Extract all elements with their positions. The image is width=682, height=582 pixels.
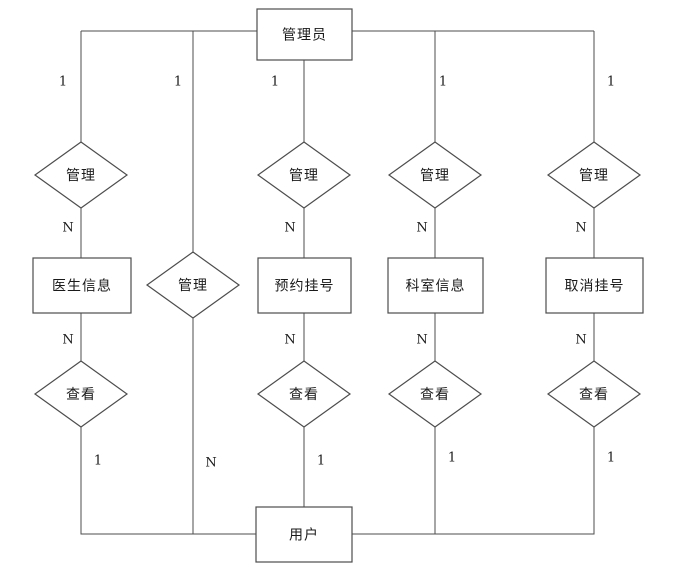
cardinality-label: 1 [448, 451, 456, 466]
entity-box [387, 257, 484, 314]
cardinality-label: N [416, 333, 427, 348]
entity-box [255, 506, 353, 563]
entity-box [32, 257, 132, 314]
entity-booking[interactable]: 预约挂号 [257, 257, 352, 314]
relationship-view-doctor[interactable]: 查看 [33, 360, 129, 428]
entity-box [256, 8, 353, 61]
entity-label: 科室信息 [406, 278, 466, 295]
cardinality-label: N [62, 221, 73, 236]
entity-box [257, 257, 352, 314]
entity-label: 用户 [289, 527, 319, 544]
cardinality-label: 1 [607, 451, 615, 466]
relationship-diamond [33, 141, 129, 209]
relationship-diamond [145, 251, 241, 319]
relationship-view-cancel[interactable]: 查看 [546, 360, 642, 428]
relationship-label: 查看 [66, 387, 96, 403]
relationship-label: 查看 [579, 387, 609, 403]
entity-box [545, 257, 644, 314]
cardinality-label: N [205, 456, 216, 471]
entity-label: 预约挂号 [275, 279, 335, 295]
relationship-label: 管理 [420, 168, 450, 184]
relationship-diamond [256, 141, 352, 209]
entity-doctor[interactable]: 医生信息 [32, 257, 132, 314]
relationship-diamond [387, 360, 483, 428]
relationship-view-department[interactable]: 查看 [387, 360, 483, 428]
entity-label: 医生信息 [52, 278, 112, 295]
cardinality-label: 1 [94, 454, 102, 469]
relationship-diamond [546, 360, 642, 428]
cardinality-label: 1 [439, 75, 447, 90]
relationship-diamond [546, 141, 642, 209]
entity-label: 管理员 [282, 28, 327, 44]
cardinality-label: 1 [607, 75, 615, 90]
entity-department[interactable]: 科室信息 [387, 257, 484, 314]
connector-line [80, 427, 256, 535]
cardinality-label: N [62, 333, 73, 348]
relationship-manage-booking[interactable]: 管理 [256, 141, 352, 209]
cardinality-label: N [575, 333, 586, 348]
connector-line [435, 427, 595, 535]
relations-layer: 管理管理管理管理管理查看查看查看查看 [33, 141, 642, 428]
relationship-label: 管理 [289, 168, 319, 184]
cardinality-label: 1 [317, 454, 325, 469]
cardinality-label: N [416, 221, 427, 236]
relationship-view-booking[interactable]: 查看 [256, 360, 352, 428]
cardinality-label: 1 [174, 75, 182, 90]
edges-layer [80, 30, 595, 535]
relationship-manage-doctor[interactable]: 管理 [33, 141, 129, 209]
cardinality-label: N [575, 221, 586, 236]
relationship-label: 查看 [420, 387, 450, 403]
relationship-label: 查看 [289, 387, 319, 403]
relationship-manage-department[interactable]: 管理 [387, 141, 483, 209]
relationship-label: 管理 [579, 168, 609, 184]
relationship-manage-cancel[interactable]: 管理 [546, 141, 642, 209]
cardinality-label: N [284, 221, 295, 236]
entity-label: 取消挂号 [565, 279, 625, 295]
relationship-label: 管理 [66, 168, 96, 184]
relationship-diamond [33, 360, 129, 428]
relationship-diamond [387, 141, 483, 209]
entity-admin[interactable]: 管理员 [256, 8, 353, 61]
cardinality-label: 1 [271, 75, 279, 90]
entity-user[interactable]: 用户 [255, 506, 353, 563]
cardinality-label: 1 [59, 75, 67, 90]
relationship-label: 管理 [178, 278, 208, 294]
relationship-manage-user[interactable]: 管理 [145, 251, 241, 319]
connector-line [352, 427, 436, 535]
relationship-diamond [256, 360, 352, 428]
cardinality-label: N [284, 333, 295, 348]
entity-cancel[interactable]: 取消挂号 [545, 257, 644, 314]
